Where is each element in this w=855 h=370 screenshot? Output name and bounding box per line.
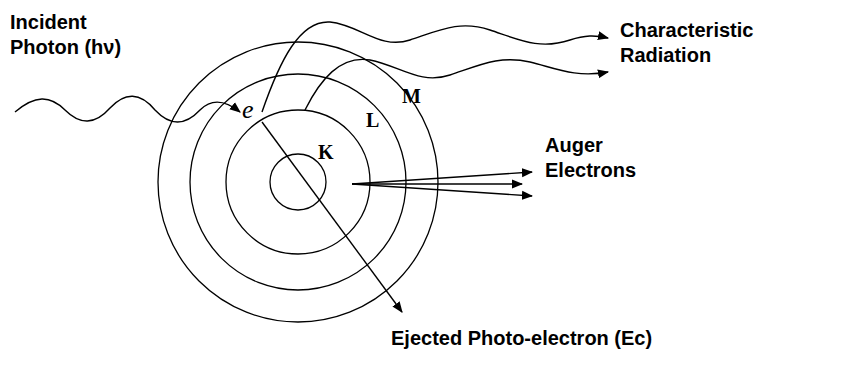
photon-label: Incident Photon (hν) <box>10 10 160 60</box>
k-shell <box>226 110 370 254</box>
shell-letter: M <box>402 84 432 109</box>
electron-symbol: e <box>242 94 272 127</box>
auger-arrow <box>352 172 532 184</box>
radiation-wave <box>305 59 608 110</box>
radiation-label: Characteristic Radiation <box>620 18 790 68</box>
incident-photon-wave <box>15 96 240 122</box>
radiation-wave <box>262 22 608 112</box>
shell-letter: L <box>366 108 396 133</box>
photoelectron-arrow <box>262 122 402 312</box>
auger-arrow <box>352 184 532 196</box>
photoelectron-label: Ejected Photo-electron (Ec) <box>391 326 851 351</box>
auger-label: Auger Electrons <box>545 133 655 183</box>
nucleus-circle <box>270 154 326 210</box>
auger-arrow <box>352 183 522 184</box>
m-shell <box>158 42 438 322</box>
shell-letter: K <box>318 140 348 165</box>
